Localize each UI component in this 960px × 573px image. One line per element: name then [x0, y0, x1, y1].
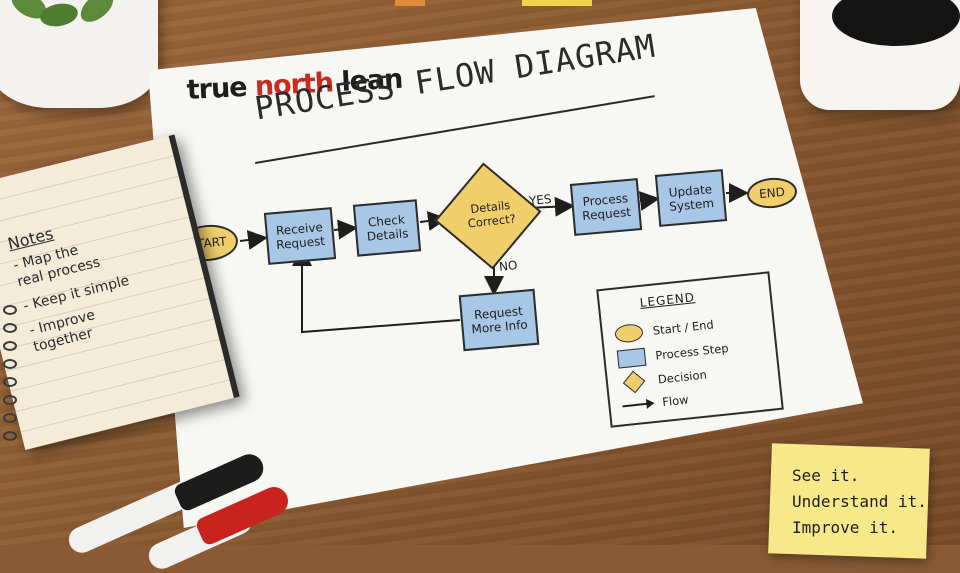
legend-decision: Decision	[619, 366, 708, 394]
legend-start-end: Start / End	[614, 315, 715, 344]
receive-request-step: Receive Request	[263, 207, 337, 265]
legend-process-step: Process Step	[616, 339, 730, 369]
legend-label: Start / End	[652, 317, 715, 338]
sticky-line: Improve it.	[792, 518, 898, 537]
coffee	[832, 0, 960, 46]
sticky-tab-orange	[395, 0, 425, 6]
arrow-start-receive	[239, 230, 268, 250]
sticky-note-text: See it. Understand it. Improve it.	[792, 463, 927, 541]
legend-label: Decision	[657, 367, 708, 387]
arrow-receive-check	[333, 219, 358, 240]
legend-title: LEGEND	[639, 290, 696, 310]
sticky-line: Understand it.	[792, 492, 927, 511]
legend-label: Process Step	[654, 341, 730, 363]
sticky-line: See it.	[792, 466, 860, 485]
sticky-tab-yellow	[522, 0, 592, 6]
arrow-icon	[622, 402, 653, 408]
arrow-loop-back	[292, 246, 461, 334]
diamond-icon	[622, 370, 646, 394]
legend-flow: Flow	[622, 392, 689, 413]
plant-pot	[0, 0, 158, 108]
oval-icon	[614, 322, 644, 344]
spiral-rings	[3, 305, 17, 441]
update-system-step: Update System	[654, 169, 728, 227]
request-more-info-step: Request More Info	[458, 288, 540, 352]
process-request-step: Process Request	[569, 178, 643, 236]
rectangle-icon	[616, 347, 647, 369]
legend-label: Flow	[661, 392, 690, 410]
no-label: NO	[498, 258, 519, 274]
yes-label: YES	[528, 191, 553, 209]
arrow-process-update	[638, 191, 660, 211]
check-details-step: Check Details	[352, 199, 422, 257]
legend-box: LEGEND Start / End Process Step Decision…	[596, 271, 784, 428]
